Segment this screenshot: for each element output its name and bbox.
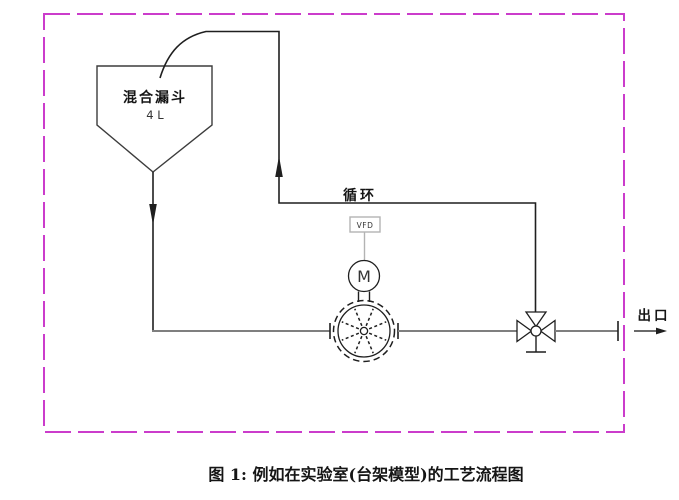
feed-pipe: [149, 172, 330, 332]
valve-top-triangle: [524, 311, 548, 328]
outlet-label: 出口: [638, 307, 671, 324]
vfd-controller: VFD: [349, 216, 381, 261]
funnel-capacity-label: 4 L: [146, 108, 164, 122]
funnel-label: 混合漏斗: [123, 89, 187, 106]
pump-symbol: [329, 299, 399, 363]
valve-left-triangle: [516, 319, 533, 343]
outlet-arrow-icon: [656, 327, 667, 335]
valve-center-circle: [530, 325, 542, 337]
recycle-pipe: 循环: [159, 30, 537, 314]
flow-arrow-down-icon: [149, 204, 157, 225]
impeller-spokes: [341, 308, 387, 354]
impeller-hub-circle: [359, 326, 369, 336]
funnel-outline: [96, 65, 213, 173]
valve-right-triangle: [539, 319, 556, 343]
recycle-label: 循环: [343, 187, 377, 204]
motor-circle: [347, 259, 381, 293]
pump-outer-dashed-circle: [332, 299, 396, 363]
vfd-label: VFD: [357, 221, 374, 230]
flow-arrow-up-icon: [275, 156, 283, 177]
figure-caption: 图 1: 例如在实验室(台架模型)的工艺流程图: [208, 465, 523, 484]
three-way-valve-symbol: [516, 311, 556, 353]
mixing-funnel-symbol: 混合漏斗 4 L: [96, 65, 213, 173]
outlet-line: 出口: [555, 307, 671, 341]
recycle-pipe-path: [159, 30, 537, 314]
system-boundary-dashed-border: [43, 13, 625, 433]
motor-label: M: [357, 267, 371, 286]
motor-symbol: M: [347, 259, 381, 302]
